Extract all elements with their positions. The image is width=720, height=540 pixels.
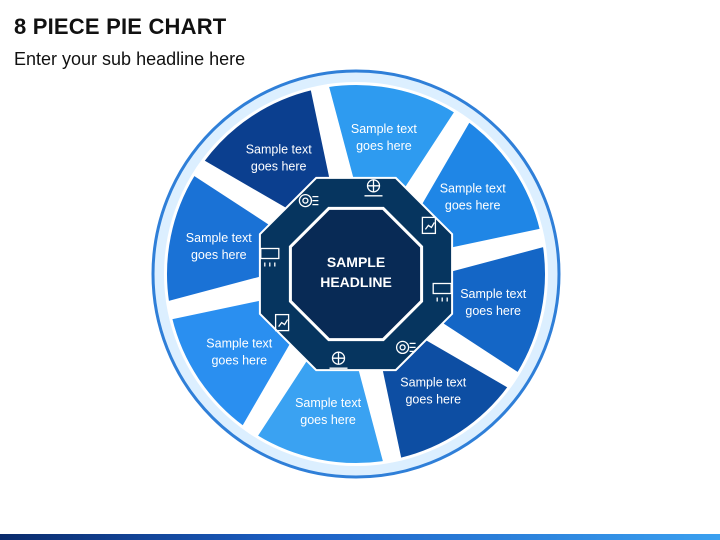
- segment-label-line2: goes here: [465, 304, 521, 318]
- pie-segment-6: [169, 295, 298, 429]
- segment-label-line1: Sample text: [186, 231, 253, 245]
- segment-label-line1: Sample text: [460, 287, 527, 301]
- segment-label-line1: Sample text: [246, 142, 313, 156]
- document-chart-icon: [421, 216, 437, 235]
- center-headline-line2: HEADLINE: [320, 274, 392, 290]
- segment-label-4: Sample text goes here: [400, 376, 467, 407]
- presentation-board-icon: [432, 282, 452, 302]
- social-media-icon: [260, 247, 280, 267]
- segment-label-1: Sample text goes here: [351, 122, 418, 153]
- bottom-accent-bar: [0, 534, 720, 540]
- center-octagon: [288, 206, 424, 342]
- segment-label-3: Sample text goes here: [460, 287, 527, 318]
- segment-label-line2: goes here: [445, 199, 501, 213]
- page-title: 8 PIECE PIE CHART: [14, 14, 227, 39]
- segment-label-line1: Sample text: [440, 182, 507, 196]
- pie-segment-2: [414, 119, 543, 253]
- center-headline-line1: SAMPLE: [327, 254, 385, 270]
- pie-segment-1: [326, 83, 457, 202]
- segment-label-line1: Sample text: [206, 336, 273, 350]
- segment-label-line2: goes here: [191, 248, 247, 262]
- target-coins-icon: [395, 340, 416, 355]
- segment-label-line1: Sample text: [295, 396, 362, 410]
- pie-segment-7: [165, 173, 284, 304]
- shield-check-icon: [329, 351, 348, 369]
- segment-label-line2: goes here: [356, 139, 412, 153]
- pie-segment-8: [201, 87, 335, 216]
- segment-label-2: Sample text goes here: [440, 182, 507, 213]
- segment-label-6: Sample text goes here: [206, 336, 273, 367]
- segment-label-line1: Sample text: [351, 122, 418, 136]
- segment-label-line2: goes here: [300, 413, 356, 427]
- pie-segment-4: [377, 332, 511, 461]
- pie-segment-5: [255, 346, 386, 465]
- team-hand-icon: [274, 313, 290, 332]
- segment-label-8: Sample text goes here: [246, 142, 313, 173]
- segment-label-line2: goes here: [251, 159, 307, 173]
- segment-label-line1: Sample text: [400, 376, 467, 390]
- segment-label-line2: goes here: [405, 393, 461, 407]
- audience-board-icon: [298, 193, 319, 208]
- segment-label-7: Sample text goes here: [186, 231, 253, 262]
- page-subtitle: Enter your sub headline here: [14, 49, 246, 69]
- segment-label-5: Sample text goes here: [295, 396, 362, 427]
- pie-segment-3: [428, 244, 547, 375]
- globe-people-icon: [364, 179, 383, 197]
- segment-label-line2: goes here: [211, 353, 267, 367]
